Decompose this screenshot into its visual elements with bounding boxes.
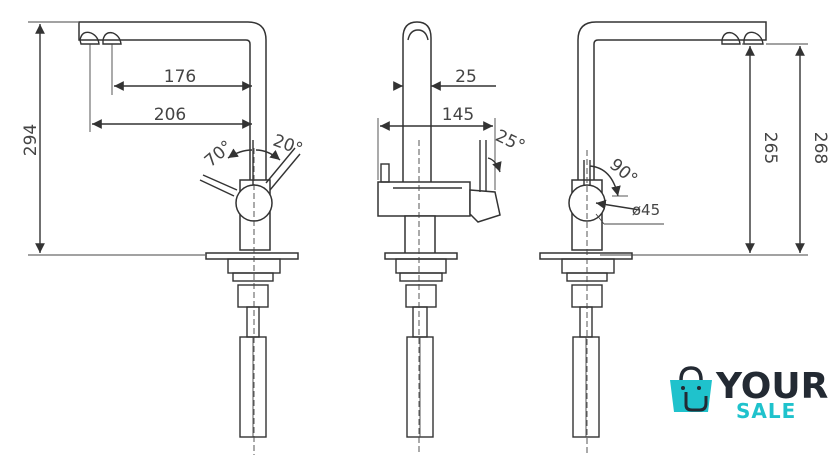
front-view: 294 176 206 70° 20°: [21, 21, 305, 455]
reach-outer-label: 206: [154, 105, 186, 125]
yoursale-logo: YOUR SALE: [670, 366, 828, 423]
body-dia-label: ø45: [632, 201, 660, 219]
swivel-angle-label: 90°: [605, 155, 641, 190]
reach-inner-label: 176: [164, 67, 196, 87]
shopping-bag-hand-icon: [670, 366, 712, 412]
angle-right-label: 20°: [270, 131, 305, 160]
angle-left-label: 70°: [201, 137, 237, 172]
logo-word-your: YOUR: [715, 366, 828, 407]
spout-dia-label: 25: [455, 67, 477, 87]
height-top-label: 268: [810, 132, 830, 164]
back-view: 265 268 90° ø45: [539, 21, 830, 455]
height-total-label: 294: [21, 124, 41, 156]
side-view: 25 145 25°: [377, 21, 528, 455]
height-spout-label: 265: [760, 132, 780, 164]
side-angle-label: 25°: [492, 126, 528, 157]
logo-word-sale: SALE: [736, 399, 796, 423]
depth-label: 145: [442, 105, 474, 125]
